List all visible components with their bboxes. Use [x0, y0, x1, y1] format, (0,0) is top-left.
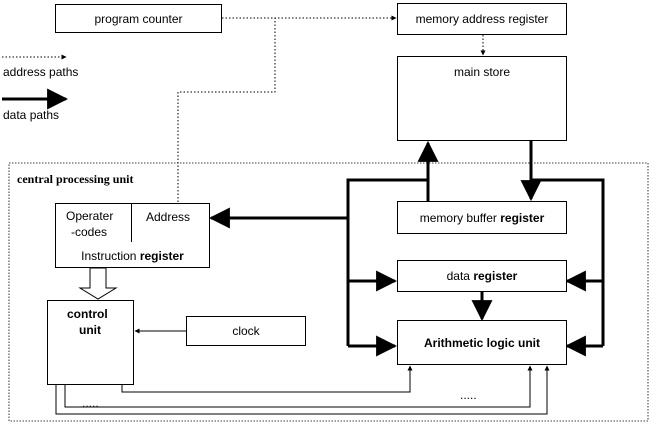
- opcodes-cell: Operater -codes: [56, 204, 132, 242]
- control-line-2: [64, 365, 533, 408]
- control-unit-label-line2: unit: [79, 323, 101, 337]
- legend-data-paths-label: data paths: [3, 108, 60, 122]
- program-counter-box: program counter: [55, 4, 222, 33]
- instruction-register-box: Operater -codes Address Instruction regi…: [55, 203, 210, 268]
- program-counter-label: program counter: [94, 11, 183, 26]
- right-bus: [531, 178, 605, 346]
- control-lines-ellipsis-left: .....: [82, 396, 99, 410]
- control-unit-label-line1: control: [67, 307, 108, 321]
- cpu-label: central processing unit: [17, 172, 134, 186]
- cpu-boundary: [8, 162, 649, 422]
- memory-buffer-register-box: memory buffer register: [397, 201, 567, 234]
- memory-address-register-box: memory address register: [397, 3, 567, 35]
- main-store-label: main store: [453, 65, 511, 79]
- ir-to-control-unit-arrow: [78, 267, 118, 300]
- control-line-1: [121, 365, 413, 393]
- instruction-register-title: Instruction register: [81, 249, 184, 263]
- memory-buffer-register-label: memory buffer register: [419, 210, 545, 225]
- data-register-box: data register: [397, 260, 567, 292]
- control-lines-ellipsis-right: .....: [460, 388, 477, 402]
- control-line-3: [55, 365, 550, 415]
- data-register-label: data register: [446, 269, 518, 283]
- memory-address-register-label: memory address register: [415, 12, 549, 26]
- left-bus: [346, 178, 428, 346]
- address-field-label: Address: [146, 210, 191, 224]
- alu-label: Arithmetic logic unit: [423, 335, 540, 350]
- clock-box: clock: [186, 316, 306, 346]
- opcodes-label-line1: Operater: [66, 209, 114, 223]
- clock-label: clock: [232, 324, 260, 338]
- ir-address-to-mar-path: [177, 18, 276, 202]
- main-store-box: main store: [397, 56, 567, 141]
- legend-address-paths-label: address paths: [3, 65, 79, 79]
- alu-box: Arithmetic logic unit: [397, 320, 567, 365]
- opcodes-label-line2: -codes: [71, 225, 108, 239]
- control-unit-box: control unit: [47, 300, 134, 385]
